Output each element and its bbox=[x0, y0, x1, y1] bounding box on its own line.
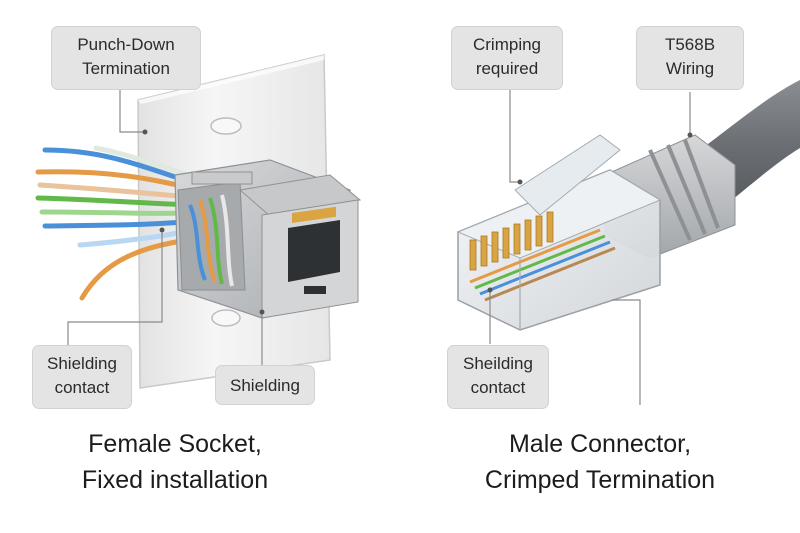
callout-punch-down-line1: Punch-Down bbox=[77, 35, 175, 54]
rj45-port bbox=[288, 220, 340, 282]
keystone-jack bbox=[174, 159, 362, 319]
inner-wires bbox=[469, 228, 616, 302]
male-connector-illustration bbox=[456, 80, 800, 331]
callout-crimping-line2: required bbox=[475, 59, 539, 78]
callout-shielding-contact-left-line1: Shielding bbox=[47, 354, 117, 373]
caption-male-line1: Male Connector, bbox=[508, 430, 692, 458]
leader-lines-left bbox=[67, 88, 263, 368]
callout-shielding-line1: Shielding bbox=[230, 376, 300, 395]
callout-shielding-contact-left-line2: contact bbox=[54, 378, 110, 397]
caption-male-line2: Crimped Termination bbox=[484, 466, 716, 494]
caption-male-connector: Male Connector, Crimped Termination bbox=[455, 426, 745, 498]
callout-shielding-contact-left: Shielding contact bbox=[32, 345, 132, 409]
callout-shielding-contact-right: Sheilding contact bbox=[447, 345, 549, 409]
callout-t568b-line2: Wiring bbox=[665, 59, 715, 78]
female-socket-illustration bbox=[35, 54, 362, 389]
callout-crimping-required: Crimping required bbox=[451, 26, 563, 90]
callout-crimping-line1: Crimping bbox=[472, 35, 542, 54]
gold-contacts bbox=[469, 211, 554, 271]
callout-t568b-wiring: T568B Wiring bbox=[636, 26, 744, 90]
caption-female-line2: Fixed installation bbox=[81, 466, 269, 494]
callout-shielding: Shielding bbox=[215, 365, 315, 405]
callout-punch-down-termination: Punch-Down Termination bbox=[51, 26, 201, 90]
caption-female-line1: Female Socket, bbox=[88, 430, 262, 458]
callout-t568b-line1: T568B bbox=[664, 35, 716, 54]
latch-tab bbox=[514, 134, 621, 216]
callout-punch-down-line2: Termination bbox=[82, 59, 170, 78]
callout-shielding-contact-right-line2: contact bbox=[470, 378, 526, 397]
screw-hole-bottom bbox=[211, 309, 241, 327]
leader-lines-right bbox=[489, 88, 691, 405]
screw-hole-top bbox=[210, 117, 242, 135]
callout-shielding-contact-right-line1: Sheilding bbox=[463, 354, 533, 373]
caption-female-socket: Female Socket, Fixed installation bbox=[40, 426, 310, 498]
